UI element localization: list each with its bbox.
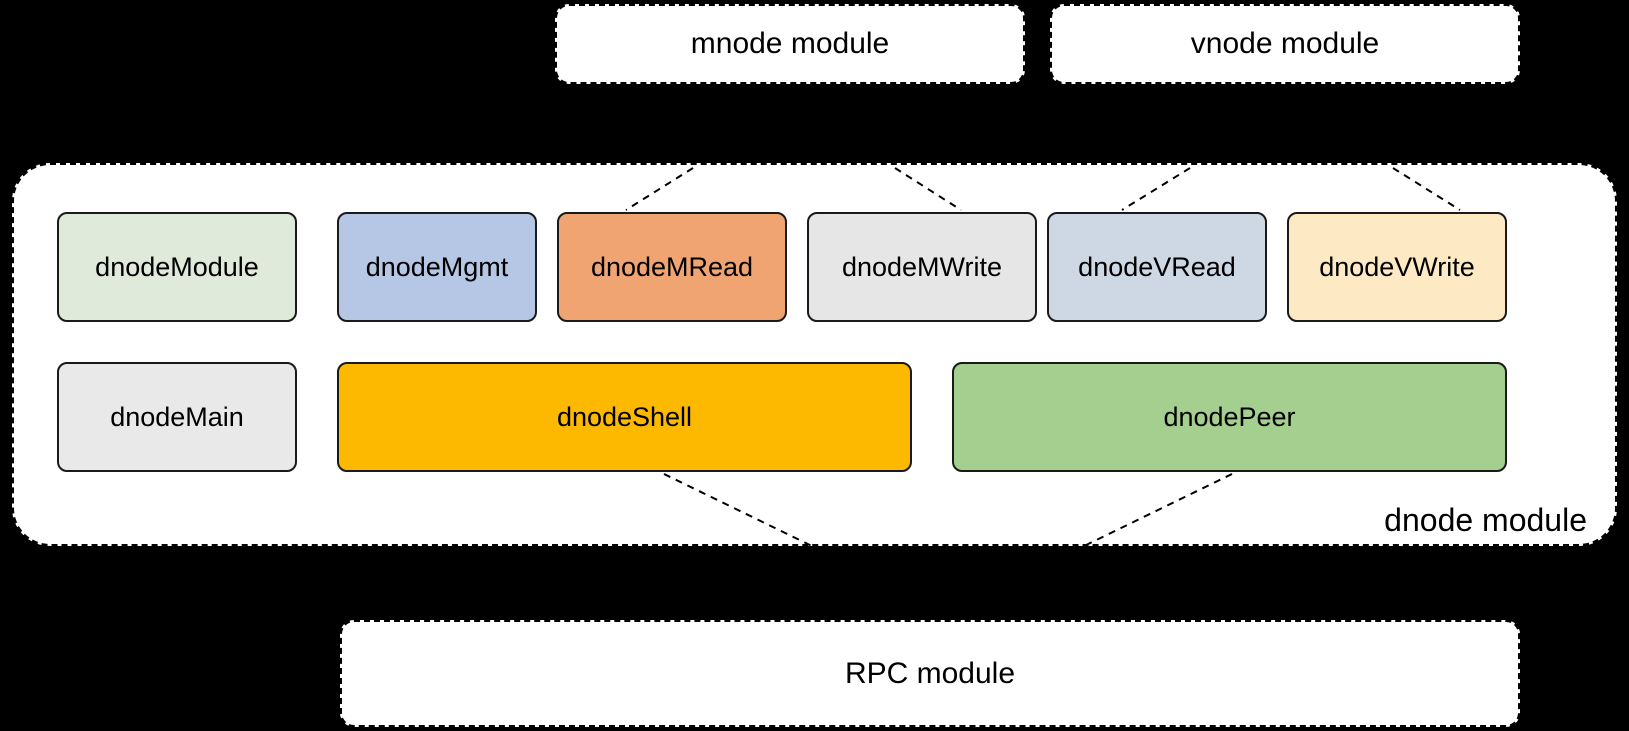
dnode-module-label: dnode module — [1384, 502, 1587, 538]
node-box-dnodeModule[interactable]: dnodeModule — [57, 212, 297, 322]
mnode-module-label: mnode module — [690, 27, 890, 60]
vnode-module-label: vnode module — [1190, 27, 1380, 60]
node-box-label: dnodeVRead — [1078, 251, 1236, 282]
node-box-label: dnodeMRead — [590, 251, 754, 282]
node-box-label: dnodeVWrite — [1319, 251, 1475, 282]
rpc-module-box[interactable]: RPC module — [340, 620, 1520, 727]
node-box-dnodeShell[interactable]: dnodeShell — [337, 362, 912, 472]
node-box-label: dnodePeer — [1163, 401, 1296, 432]
rpc-module-label: RPC module — [844, 656, 1016, 690]
node-box-dnodeMWrite[interactable]: dnodeMWrite — [807, 212, 1037, 322]
node-box-dnodePeer[interactable]: dnodePeer — [952, 362, 1507, 472]
node-box-dnodeVRead[interactable]: dnodeVRead — [1047, 212, 1267, 322]
node-box-label: dnodeShell — [556, 401, 693, 432]
node-box-label: dnodeMWrite — [841, 251, 1003, 282]
vnode-module-box[interactable]: vnode module — [1050, 4, 1520, 84]
node-box-label: dnodeMgmt — [365, 251, 509, 282]
node-box-label: dnodeMain — [110, 401, 244, 432]
mnode-module-box[interactable]: mnode module — [555, 4, 1025, 84]
node-box-dnodeVWrite[interactable]: dnodeVWrite — [1287, 212, 1507, 322]
node-box-dnodeMain[interactable]: dnodeMain — [57, 362, 297, 472]
node-box-dnodeMRead[interactable]: dnodeMRead — [557, 212, 787, 322]
node-box-label: dnodeModule — [95, 251, 259, 282]
node-box-dnodeMgmt[interactable]: dnodeMgmt — [337, 212, 537, 322]
